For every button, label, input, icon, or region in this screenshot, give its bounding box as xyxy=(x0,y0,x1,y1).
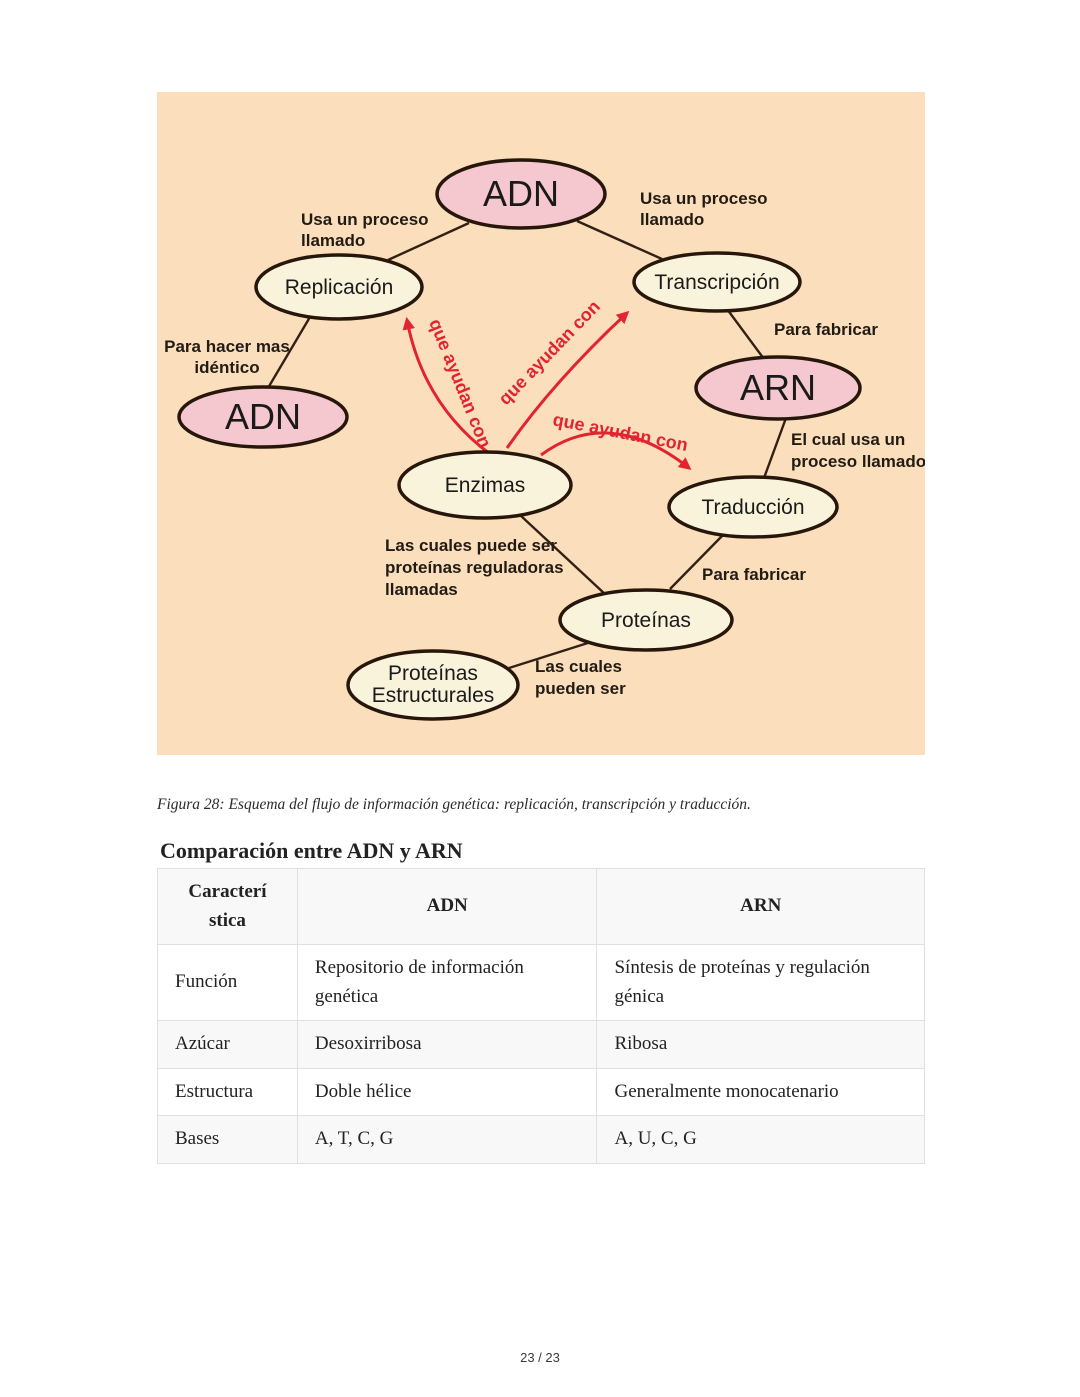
node-label-enzimas: Enzimas xyxy=(445,474,526,497)
comparison-table: Caracterí stica ADN ARN Función Reposito… xyxy=(157,868,925,1164)
node-enzimas xyxy=(397,450,573,520)
arrow-enzimas-transcripcion xyxy=(505,310,630,449)
label-para-fabricar-top: Para fabricar xyxy=(774,320,878,339)
node-ellipses xyxy=(177,158,862,721)
section-heading: Comparación entre ADN y ARN xyxy=(160,838,463,863)
label-las-cuales-puede-1: Las cuales puede ser xyxy=(385,536,557,555)
edge-lines xyxy=(266,219,788,670)
edge-traduccion-proteinas xyxy=(669,534,724,590)
node-adn-left xyxy=(177,385,349,449)
node-traduccion xyxy=(667,475,839,539)
label-para-fabricar-bottom: Para fabricar xyxy=(702,565,806,584)
edge-transcripcion-arn xyxy=(726,308,765,360)
red-arrows xyxy=(402,310,692,470)
edge-adn-replicacion xyxy=(387,221,470,262)
node-arn xyxy=(694,355,862,421)
cell-arn: A, U, C, G xyxy=(596,1115,925,1164)
label-el-cual-1: El cual usa un xyxy=(791,430,905,449)
node-label-proteinas: Proteínas xyxy=(601,609,691,632)
cell-arn: Síntesis de proteínas y regulación génic… xyxy=(596,944,925,1021)
node-proteinas xyxy=(558,588,734,652)
label-usa-proceso-left-1: Usa un proceso xyxy=(301,210,429,229)
node-label-adn-top: ADN xyxy=(483,173,559,214)
label-las-cuales-puede-3: llamadas xyxy=(385,580,458,599)
node-label-proteinas-estructurales-2: Estructurales xyxy=(372,684,495,707)
arrow-enzimas-replicacion xyxy=(402,316,491,456)
cell-feature: Bases xyxy=(157,1115,298,1164)
label-que-ayudan-left: que ayudan con xyxy=(425,316,495,451)
cell-feature: Azúcar xyxy=(157,1020,298,1069)
table-row-azucar: Azúcar Desoxirribosa Ribosa xyxy=(157,1020,925,1069)
page-number: 23 / 23 xyxy=(520,1350,560,1365)
label-el-cual-2: proceso llamado xyxy=(791,452,925,471)
cell-arn: Generalmente monocatenario xyxy=(596,1067,925,1116)
label-usa-proceso-right-1: Usa un proceso xyxy=(640,189,768,208)
edge-adn-transcripcion xyxy=(576,219,663,261)
node-transcripcion xyxy=(632,251,802,313)
node-labels: ADN Replicación Transcripción ADN ARN En… xyxy=(225,173,816,707)
label-para-hacer-2: idéntico xyxy=(194,358,259,377)
header-caracteristica-line2: stica xyxy=(208,909,246,931)
cell-adn: A, T, C, G xyxy=(296,1115,598,1164)
table-header-row: Caracterí stica ADN ARN xyxy=(157,868,925,945)
label-usa-proceso-right-2: llamado xyxy=(640,210,704,229)
node-label-arn: ARN xyxy=(740,367,816,408)
label-las-cuales-puede-2: proteínas reguladoras xyxy=(385,558,564,577)
cell-feature: Función xyxy=(157,944,298,1021)
node-label-replicacion: Replicación xyxy=(285,276,394,299)
edge-replicacion-adnleft xyxy=(266,316,312,389)
label-las-cuales-pueden-1: Las cuales xyxy=(535,657,622,676)
header-cell-adn: ADN xyxy=(296,868,598,945)
node-proteinas-estructurales xyxy=(346,649,520,721)
node-label-adn-left: ADN xyxy=(225,396,301,437)
table-row-estructura: Estructura Doble hélice Generalmente mon… xyxy=(157,1067,925,1116)
figure-caption: Figura 28: Esquema del flujo de informac… xyxy=(157,796,751,813)
label-las-cuales-pueden-2: pueden ser xyxy=(535,679,626,698)
label-que-ayudan-bottom: que ayudan con xyxy=(551,409,689,455)
edge-arn-traduccion xyxy=(762,417,788,479)
label-para-hacer-1: Para hacer mas xyxy=(164,337,290,356)
header-caracteristica-line1: Caracterí xyxy=(188,881,267,902)
node-label-traduccion: Traducción xyxy=(701,496,804,519)
table-row-funcion: Función Repositorio de información genét… xyxy=(157,944,925,1021)
edge-proteinas-estructurales xyxy=(508,640,592,670)
node-label-proteinas-estructurales-1: Proteínas xyxy=(388,662,478,685)
label-usa-proceso-left-2: llamado xyxy=(301,231,365,250)
header-cell-arn: ARN xyxy=(596,868,925,945)
edge-enzimas-proteinas xyxy=(519,514,607,596)
cell-adn: Desoxirribosa xyxy=(296,1020,598,1069)
cell-adn: Repositorio de información genética xyxy=(296,944,598,1021)
cell-feature: Estructura xyxy=(157,1067,298,1116)
edge-labels: Usa un proceso llamado Usa un proceso ll… xyxy=(164,189,925,698)
node-label-transcripcion: Transcripción xyxy=(654,271,779,294)
table-row-bases: Bases A, T, C, G A, U, C, G xyxy=(157,1115,925,1164)
node-adn-top xyxy=(435,158,607,230)
cell-adn: Doble hélice xyxy=(296,1067,598,1116)
arrow-enzimas-traduccion xyxy=(540,431,692,470)
cell-arn: Ribosa xyxy=(596,1020,925,1069)
concept-map-svg: ADN Replicación Transcripción ADN ARN En… xyxy=(164,158,925,721)
header-cell-caracteristica: Caracterí stica xyxy=(157,868,298,945)
genetics-flow-diagram: ADN Replicación Transcripción ADN ARN En… xyxy=(157,92,925,755)
node-replicacion xyxy=(254,253,424,321)
